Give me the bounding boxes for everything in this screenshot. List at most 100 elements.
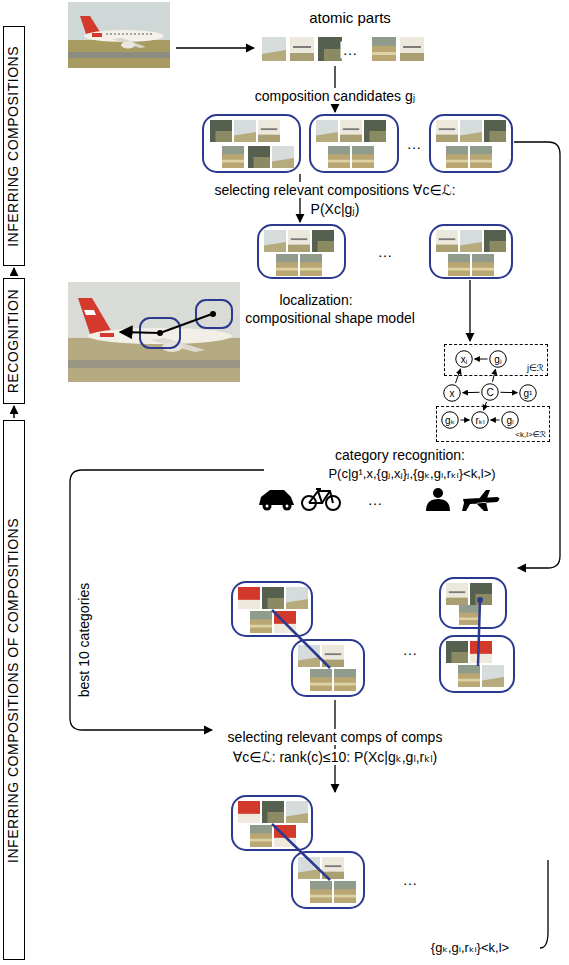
category-icons-part [283,502,292,511]
step-label: selecting relevant compositions ∀c∈ℒ: [212,182,457,198]
category-icons-part [266,505,269,508]
compositions-of-compositions-part [440,578,506,628]
step-label: composition candidates gⱼ [253,88,417,104]
selected-compositions-of-compositions-part [232,796,312,850]
relevant-compositions-part [312,230,334,252]
flow-arrow [514,142,560,568]
atomic-part-thumbnails-part [290,37,314,61]
plate-box: <k,l>∈ℛ gₖ rₖₗ gₗ [436,406,550,442]
category-icons-part [462,490,500,511]
connector [461,420,470,421]
variable-node: gₖ [441,411,459,429]
atomic-part-thumbnails-part [318,37,342,61]
composition-candidates-part [352,146,374,168]
plate-label: <k,l>∈ℛ [515,431,546,440]
category-icons-part [309,489,333,503]
atomic-part-thumbnails-part [262,37,286,61]
selected-compositions-of-compositions-part [292,852,364,908]
relevant-compositions [258,225,512,278]
composition-candidates-part [316,120,338,142]
node-circle [442,412,459,429]
step-label: localization: [277,292,354,308]
atomic-part-thumbnails-part [400,37,424,61]
compositions-of-compositions-part [250,611,272,633]
composition-candidates-part [436,120,458,142]
selected-compositions-of-compositions-part [238,801,260,823]
formula: P(Xc|gⱼ) [309,201,362,217]
composition-candidates-part [460,120,482,142]
flow-arrow [334,700,335,792]
plate-box: j∈ℛxⱼgⱼ [444,344,548,376]
selected-compositions-of-compositions-part [272,824,330,880]
variable-name: x [450,388,455,399]
formula: ∀c∈ℒ: rank(c)≤10: P(Xc|gₖ,gₗ,rₖₗ) [231,749,439,765]
localization-photo-part [210,311,216,317]
category-icons [259,488,500,511]
localization-photo-part [68,282,240,382]
relevant-compositions-part [484,230,506,252]
variable-name: rₖₗ [475,415,484,426]
composition-candidates-part [203,115,300,172]
compositions-of-compositions-part [482,665,504,687]
formula: P(c|g¹,x,{gⱼ,xⱼ}ⱼ,{gₖ,gₗ,rₖₗ}<k,l>) [326,467,497,482]
localization-photo-part [68,360,240,368]
category-icons-part [433,488,443,498]
composition-candidates-part [248,146,270,168]
selected-compositions-of-compositions-part [250,825,272,847]
compositions-of-compositions-part [477,597,483,603]
step-label: atomic parts [307,9,393,26]
variable-node: rₖₗ [471,411,489,429]
flow-arrow [469,280,470,341]
node-circle [502,412,519,429]
composition-candidates-part [258,120,280,142]
atomic-part-thumbnails-part [372,37,396,61]
compositions-of-compositions-part [478,600,480,666]
connector [455,369,460,383]
step-label: compositional shape model [243,310,417,326]
relevant-compositions-part [264,230,286,252]
node-circle [456,351,473,368]
composition-candidates-part [470,146,492,168]
composition-candidates-part [364,120,386,142]
stage-title: RECOGNITION [6,289,21,393]
localization-photo-part [160,314,212,333]
localization-photo-part [196,300,232,328]
node-circle [482,384,499,401]
localization-photo-part [157,330,163,336]
category-icons-part [263,502,272,511]
relevant-compositions-part [472,254,494,276]
variable-name: gₗ [506,415,513,426]
localization-photo-part [120,332,160,333]
compositions-of-compositions-part [272,610,330,668]
connector [491,420,500,421]
compositions-of-compositions-part [238,587,260,609]
composition-candidates-part [234,120,256,142]
compositions-of-compositions-part [292,640,364,696]
airplane-photo-part [68,52,170,58]
node-circle [444,385,461,402]
variable-node: x [443,384,461,402]
airplane-photo-part [68,2,170,68]
variable-name: xⱼ [461,354,468,365]
compositions-of-compositions-part [286,587,308,609]
node-circle [472,412,489,429]
connector [462,392,479,393]
compositions-of-compositions-part [334,669,356,691]
relevant-compositions-part [460,230,482,252]
connector [13,406,15,418]
relevant-compositions-part [300,254,322,276]
category-icons-part [426,499,450,511]
category-icons-part [286,505,289,508]
relevant-compositions-part [276,254,298,276]
ellipsis: … [341,41,360,58]
airplane-photo [68,2,170,68]
step-label: category recognition: [333,447,467,463]
selected-compositions-of-compositions [232,796,364,908]
compositions-of-compositions-part [458,665,480,687]
compositions-of-compositions-part [470,641,492,663]
variable-name: g¹ [524,388,533,399]
relevant-compositions-part [258,225,345,278]
selected-compositions-of-compositions-part [334,881,356,903]
